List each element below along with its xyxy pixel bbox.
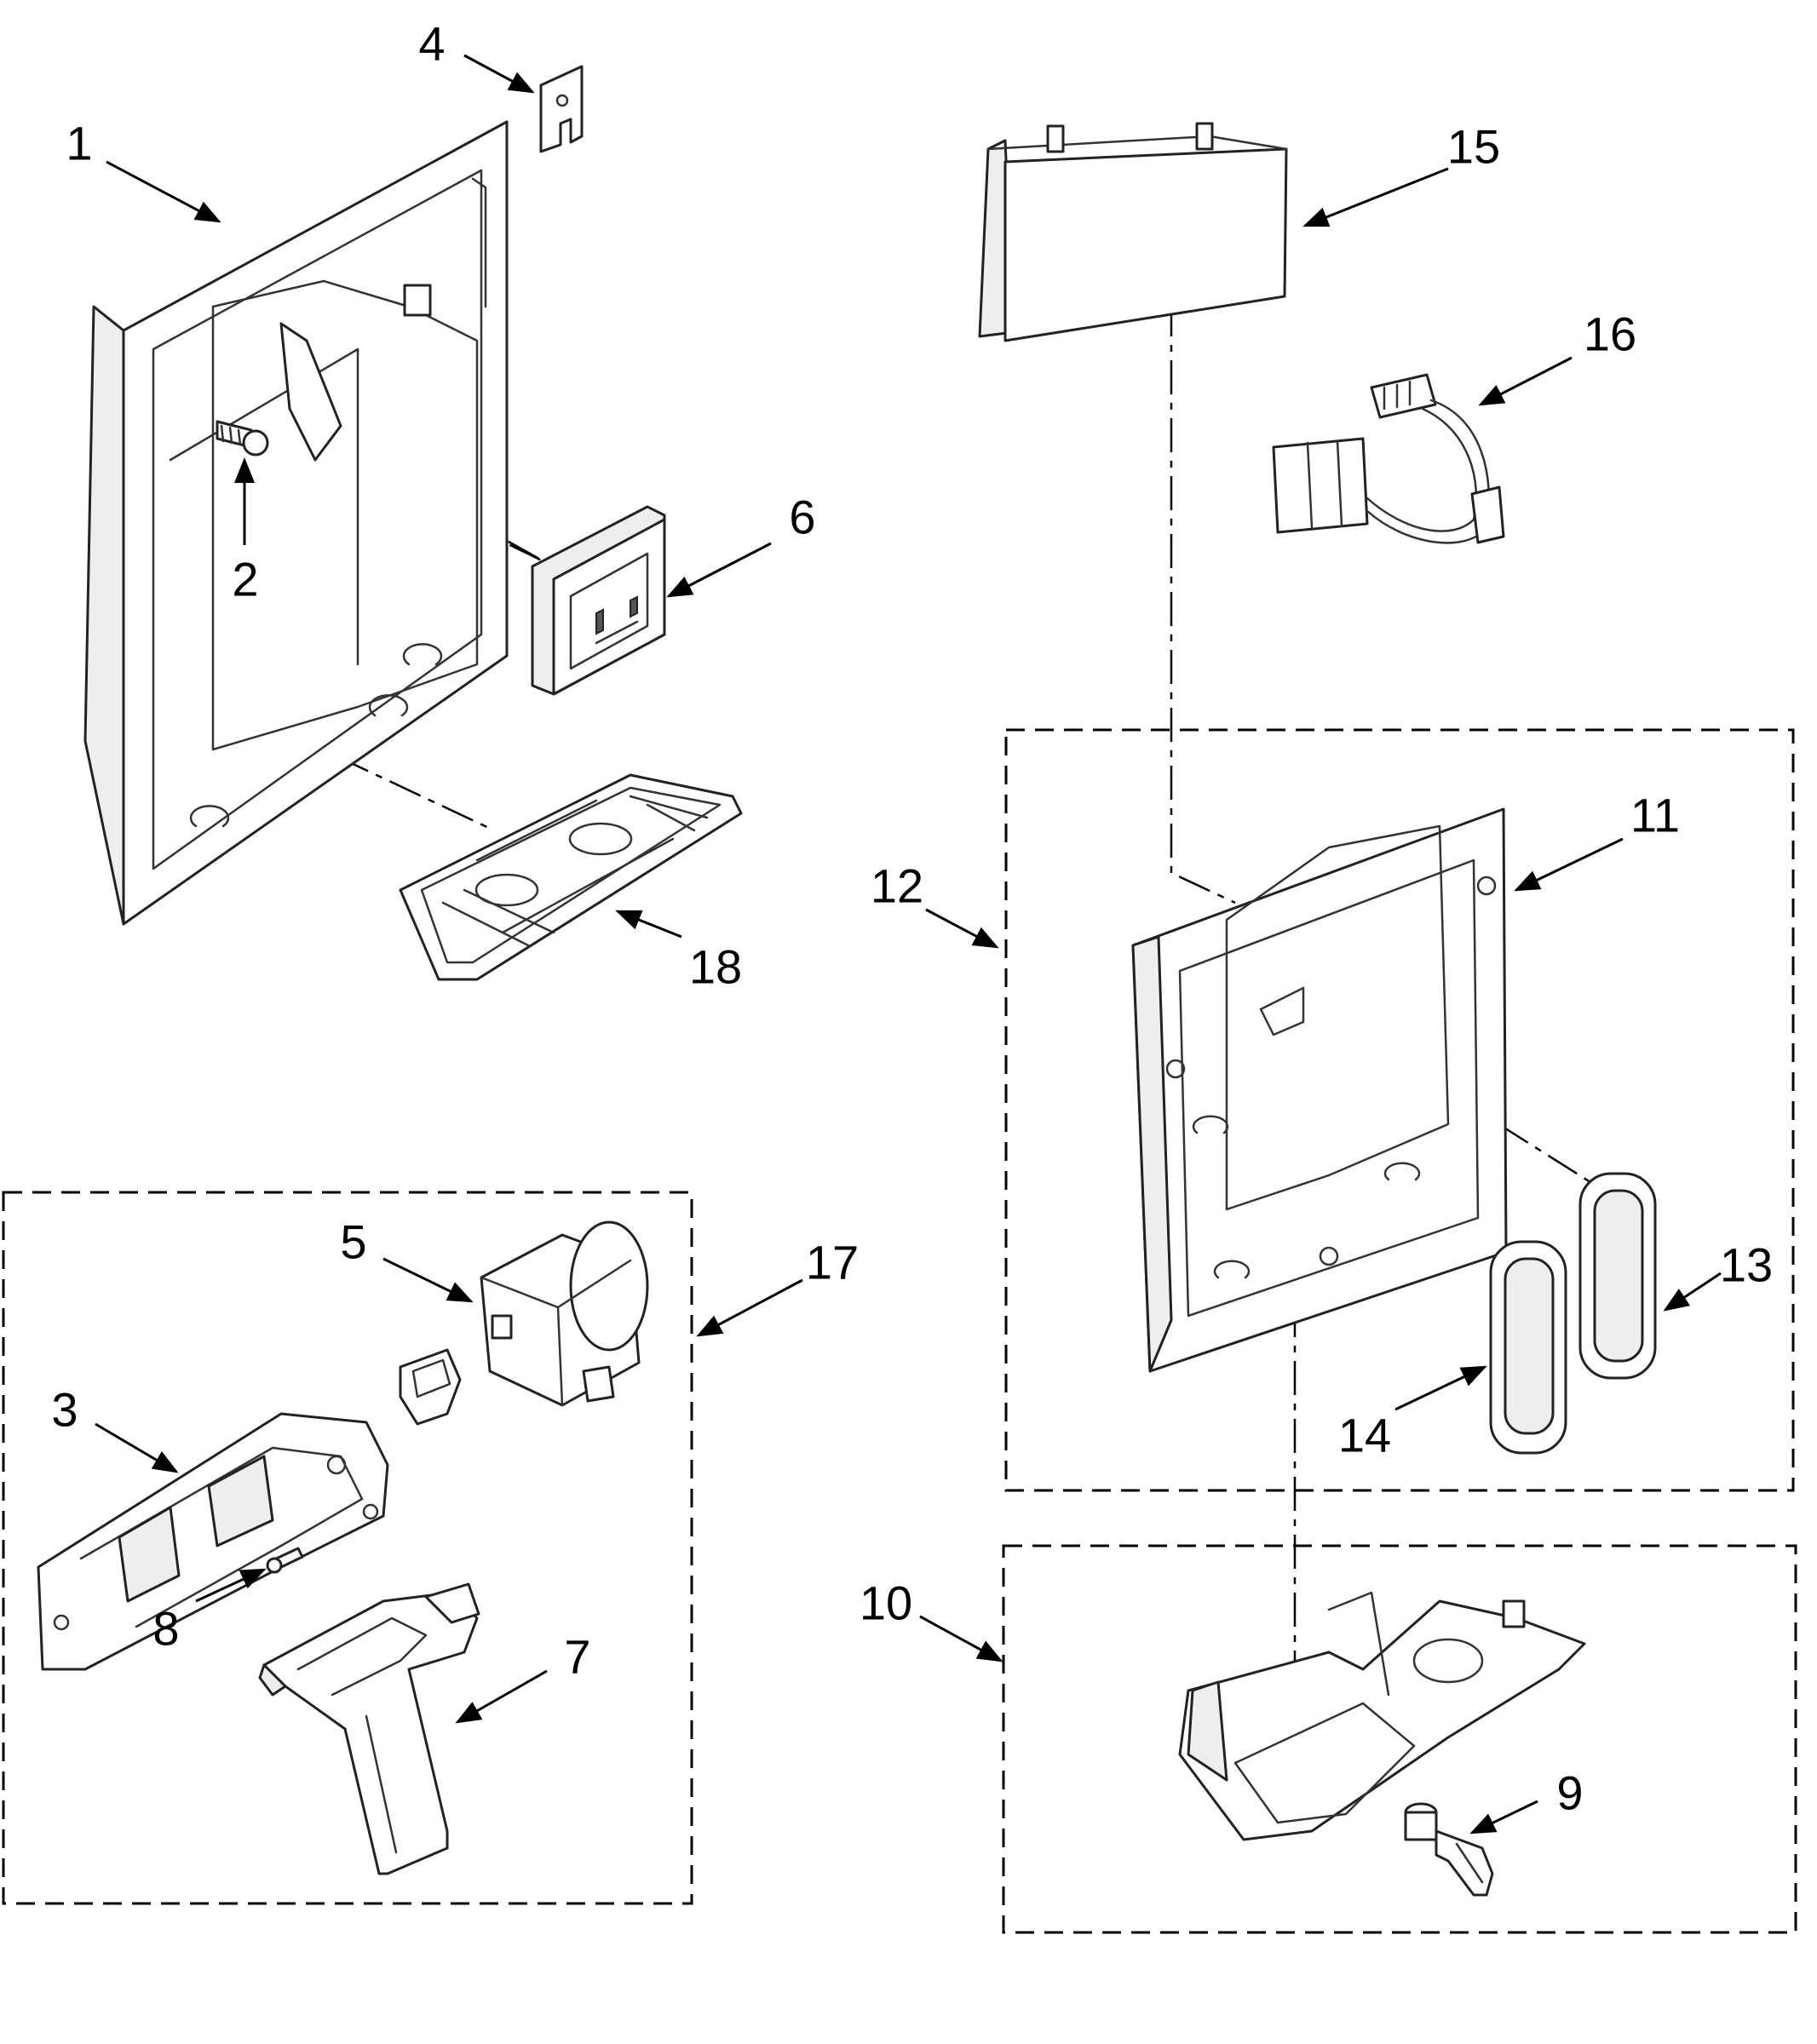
small-bracket	[399, 1348, 462, 1426]
part-4-clip	[539, 65, 584, 153]
part-10-funnel	[1178, 1591, 1586, 1841]
callout-leaders	[95, 54, 1722, 1834]
callout-15: 15	[1447, 120, 1500, 174]
part-8-pin	[266, 1547, 304, 1574]
callout-3: 3	[51, 1383, 78, 1437]
callout-labels: 1 2 3 4 5 6 7 8 9 10 11 12 13 14 15 16 1…	[51, 17, 1773, 1820]
part-16-wire-harness	[1272, 373, 1505, 544]
callout-6: 6	[789, 491, 815, 544]
assembly-box-12	[1004, 728, 1795, 1492]
callout-14: 14	[1338, 1409, 1391, 1462]
part-7-lever-arm	[258, 1582, 480, 1875]
part-9-valve-fitting	[1404, 1802, 1494, 1897]
part-18-drip-tray	[399, 773, 743, 981]
callout-10: 10	[860, 1576, 912, 1630]
part-5-motor	[480, 1220, 649, 1407]
part-11-housing-frame	[1131, 807, 1508, 1373]
part-2-screw	[216, 420, 269, 456]
callout-7: 7	[564, 1630, 590, 1684]
callout-11: 11	[1630, 789, 1680, 842]
assembly-box-17	[2, 1191, 693, 1905]
callout-9: 9	[1556, 1766, 1583, 1820]
part-13-button	[1578, 1172, 1657, 1380]
callout-1: 1	[66, 117, 92, 170]
part-15-cover-panel	[978, 122, 1288, 342]
callout-8: 8	[152, 1602, 179, 1656]
part-3-actuator-bracket	[37, 1412, 389, 1671]
callout-16: 16	[1584, 307, 1636, 361]
callout-17: 17	[806, 1236, 859, 1289]
callout-13: 13	[1720, 1238, 1773, 1292]
callout-4: 4	[418, 17, 445, 71]
part-14-button	[1489, 1240, 1567, 1455]
callout-2: 2	[232, 553, 258, 606]
callout-12: 12	[871, 859, 923, 913]
part-6-switch-pad	[531, 505, 666, 696]
callout-18: 18	[689, 940, 742, 994]
part-1-dispenser-housing	[83, 120, 509, 926]
callout-5: 5	[340, 1215, 366, 1269]
assembly-box-10	[1002, 1544, 1797, 1934]
